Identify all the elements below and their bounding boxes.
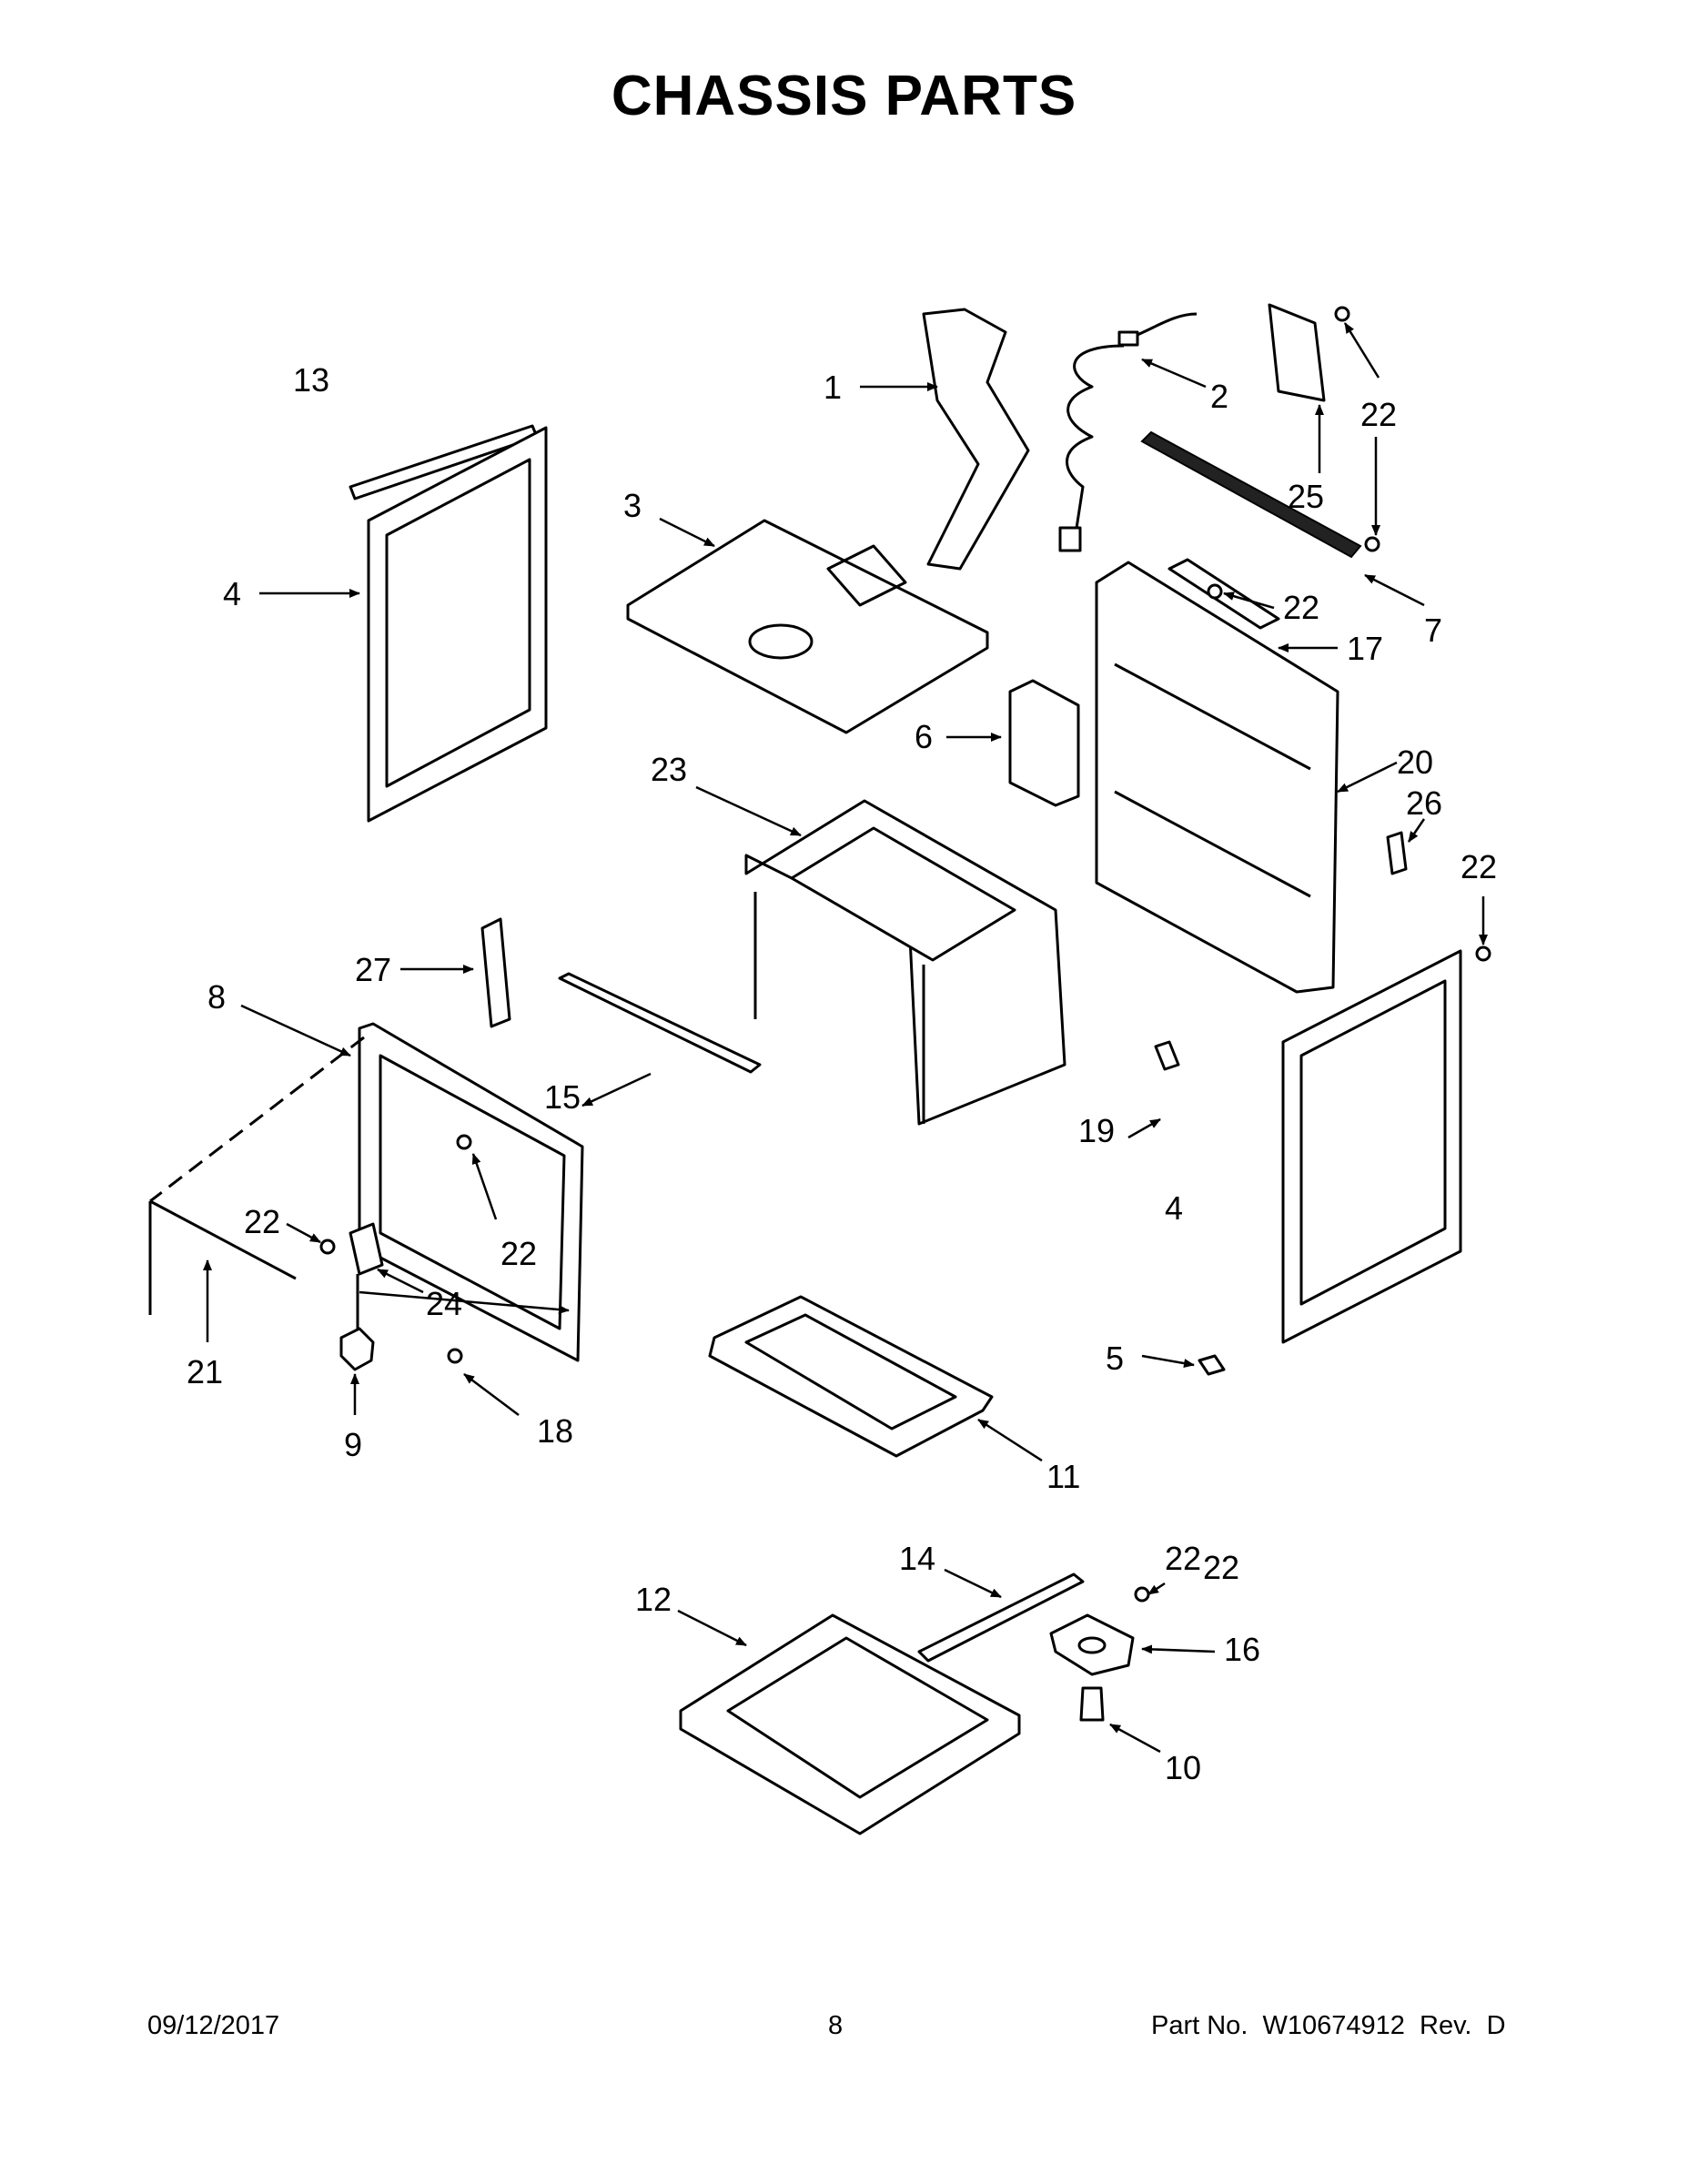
part-25-bracket [1268, 303, 1326, 402]
callout-4-right: 4 [1165, 1189, 1183, 1227]
callout-26: 26 [1406, 784, 1442, 822]
part-26-clip [1386, 831, 1408, 875]
part-14-rail [917, 1572, 1085, 1663]
footer-page-number: 8 [828, 2011, 844, 2040]
screws [319, 306, 1491, 1603]
callout-21: 21 [187, 1353, 223, 1390]
leader-lines [203, 322, 1488, 1754]
callout-22-g: 22 [1203, 1549, 1239, 1586]
callout-16: 16 [1224, 1631, 1260, 1668]
part-24-bracket [349, 1222, 384, 1276]
callout-12: 12 [635, 1581, 672, 1618]
callout-3: 3 [623, 487, 642, 524]
callout-25: 25 [1288, 478, 1324, 515]
callout-13: 13 [293, 361, 329, 399]
part-9-leveling-leg [339, 1274, 375, 1371]
footer-part-number: Part No. W10674912 Rev. D [1151, 2011, 1506, 2040]
callout-22-f: 22 [1165, 1540, 1201, 1577]
callout-11: 11 [1046, 1458, 1080, 1495]
callout-7: 7 [1424, 612, 1442, 649]
callout-9: 9 [344, 1426, 362, 1463]
part-1-vent-duct [922, 308, 1030, 571]
part-3-base-sheet [626, 519, 989, 734]
part-15-strip [558, 972, 762, 1074]
callout-4-left: 4 [223, 575, 241, 612]
callout-22-a: 22 [1360, 396, 1397, 433]
part-4-side-panel-left [367, 426, 548, 823]
callout-18: 18 [537, 1412, 573, 1450]
callout-20: 20 [1397, 743, 1433, 781]
callout-6: 6 [915, 718, 933, 755]
callout-22-c: 22 [1461, 848, 1497, 885]
callout-15: 15 [544, 1078, 581, 1116]
part-7-bar [1140, 430, 1362, 559]
callout-19: 19 [1078, 1112, 1115, 1149]
part-11-pan [708, 1295, 994, 1458]
callout-24: 24 [426, 1285, 462, 1322]
callout-17: 17 [1347, 630, 1383, 667]
part-2-power-cord [1058, 312, 1198, 552]
part-5-clip [1198, 1354, 1226, 1376]
footer-date: 09/12/2017 [147, 2011, 280, 2040]
part-8-front-frame [149, 1022, 584, 1362]
callout-14: 14 [899, 1540, 935, 1577]
part-27-channel [480, 917, 511, 1028]
callout-2: 2 [1210, 378, 1228, 415]
part-21-gasket [148, 1199, 297, 1315]
callout-22-b: 22 [1283, 589, 1319, 626]
part-19-clip [1154, 1040, 1180, 1071]
part-12-bottom-panel [679, 1613, 1021, 1835]
callout-8: 8 [207, 978, 226, 1016]
part-23-oven-cavity [744, 799, 1066, 1126]
part-10-leveling-foot [1079, 1686, 1105, 1722]
callout-27: 27 [355, 951, 391, 988]
part-4-side-panel-right [1281, 949, 1462, 1344]
part-6-box [1008, 679, 1080, 807]
callout-labels: 1 2 3 4 4 5 6 7 8 9 10 11 12 13 14 15 16… [187, 361, 1497, 1786]
callout-23: 23 [651, 751, 687, 788]
callout-22-d: 22 [500, 1235, 537, 1272]
callout-1: 1 [824, 369, 842, 406]
page-title: CHASSIS PARTS [611, 65, 1077, 127]
part-16-leveler-bracket [1049, 1613, 1135, 1676]
callout-10: 10 [1165, 1749, 1201, 1786]
callout-22-e: 22 [244, 1203, 280, 1240]
callout-5: 5 [1106, 1340, 1124, 1377]
part-20-back-panel [1095, 561, 1339, 994]
